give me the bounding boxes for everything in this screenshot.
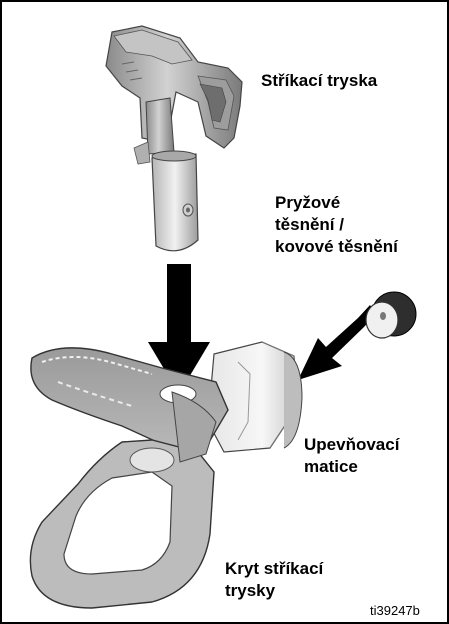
seal-label-line2: těsnění / [275, 214, 344, 236]
left-arrow [298, 305, 376, 380]
seal-part [366, 292, 416, 338]
guard-label-line1: Kryt stříkací [225, 558, 323, 580]
spray-tip-label: Stříkací tryska [261, 70, 377, 92]
guard-label-line2: trysky [225, 580, 275, 602]
guard-part [30, 348, 228, 608]
seal-label-line3: kovové těsnění [275, 236, 398, 258]
seal-label-line1: Pryžové [275, 192, 340, 214]
nut-label-line1: Upevňovací [304, 434, 399, 456]
nut-label-line2: matice [304, 456, 358, 478]
figure-id: ti39247b [370, 603, 420, 618]
spray-tip-part [106, 26, 242, 251]
